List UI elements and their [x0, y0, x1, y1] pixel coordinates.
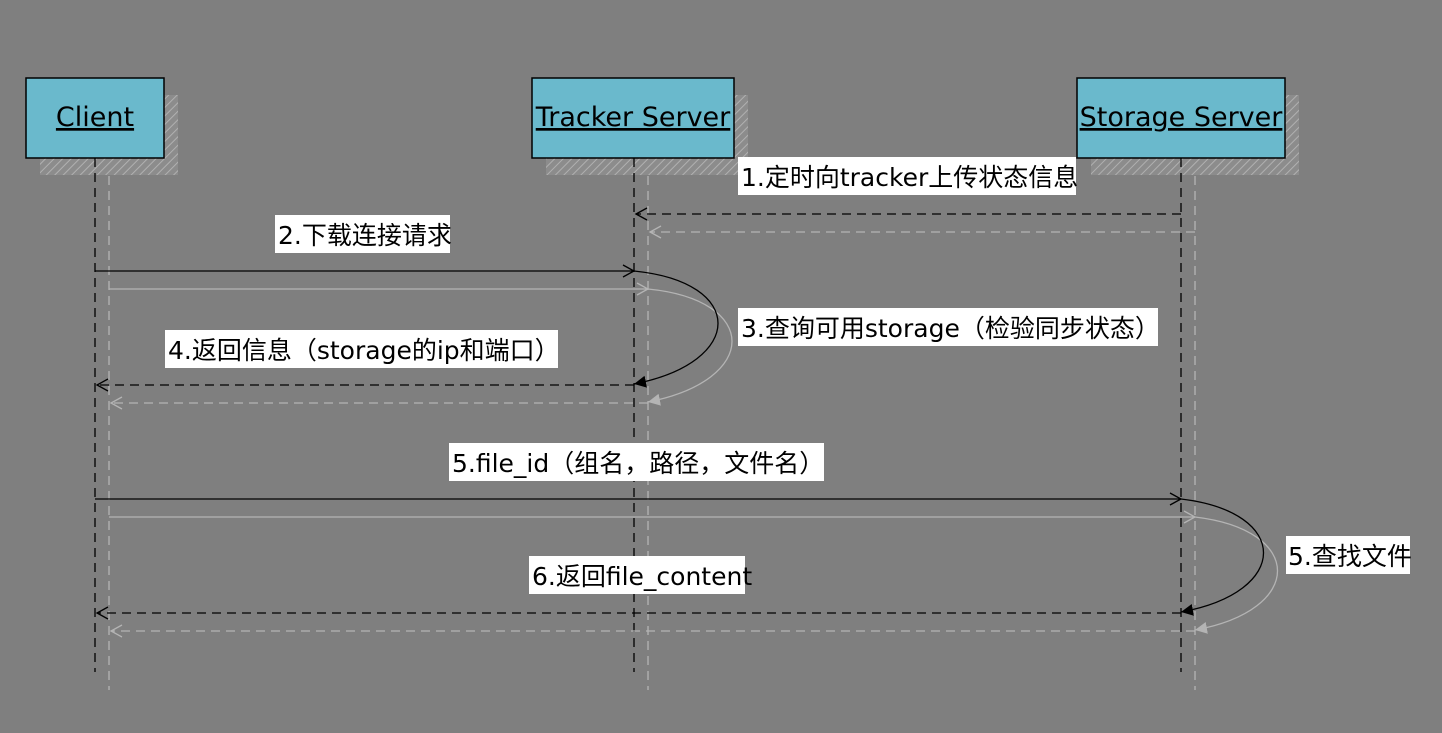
message-1-label: 1.定时向tracker上传状态信息 [741, 163, 1078, 192]
message-2-label: 2.下载连接请求 [278, 221, 452, 250]
actor-client-box [25, 77, 165, 159]
message-5: 5.file_id（组名，路径，文件名） [95, 443, 1197, 524]
message-1: 1.定时向tracker上传状态信息 [634, 157, 1195, 239]
message-3-arrow-ghost [647, 288, 733, 406]
message-5b: 5.查找文件 [1180, 498, 1412, 634]
message-5b-label: 5.查找文件 [1288, 542, 1412, 571]
message-2-label-bg [275, 215, 450, 253]
actor-storage-label: Storage Server [1080, 102, 1284, 133]
message-5b-label-bg [1286, 536, 1410, 574]
actor-client: Client [25, 77, 178, 175]
actor-tracker-label: Tracker Server [535, 102, 731, 133]
message-5-label-bg [449, 443, 824, 481]
message-3-arrow [633, 270, 719, 388]
message-4-label: 4.返回信息（storage的ip和端口） [168, 336, 560, 365]
message-2: 2.下载连接请求 [95, 215, 650, 296]
message-5b-arrow-ghost [1194, 516, 1279, 634]
actor-storage: Storage Server [1076, 77, 1299, 175]
message-4-label-bg [165, 330, 558, 368]
message-3: 3.查询可用storage（检验同步状态） [633, 270, 1160, 406]
message-5b-arrow [1180, 498, 1265, 616]
actor-client-label: Client [56, 102, 134, 133]
message-4: 4.返回信息（storage的ip和端口） [95, 330, 648, 410]
message-6-label: 6.返回file_content [532, 562, 752, 591]
message-3-label: 3.查询可用storage（检验同步状态） [741, 314, 1160, 343]
message-6: 6.返回file_content [95, 556, 1195, 638]
message-1-label-bg [738, 157, 1076, 195]
message-3-label-bg [738, 308, 1158, 346]
actor-tracker: Tracker Server [531, 77, 748, 175]
message-6-label-bg [529, 556, 745, 594]
actor-tracker-box [531, 77, 735, 159]
message-5-label: 5.file_id（组名，路径，文件名） [452, 449, 824, 478]
